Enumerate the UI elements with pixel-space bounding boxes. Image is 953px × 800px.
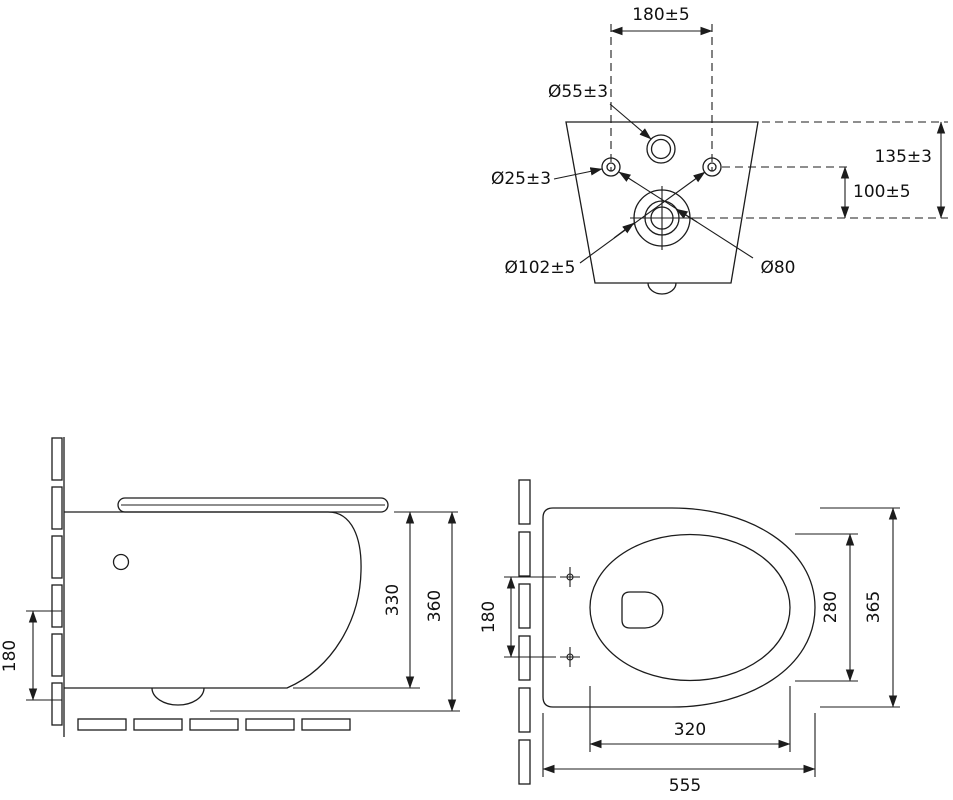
- mounting-hole-left: [601, 157, 621, 177]
- dim-label-overall-height: 360: [425, 590, 445, 622]
- water-inlet-inner: [650, 138, 672, 160]
- dim-label-bolt-spacing: 180±5: [632, 5, 690, 25]
- wall-hatching-plan: [518, 479, 531, 785]
- water-inlet-outer: [646, 134, 676, 164]
- toilet-rear-outline: [565, 121, 759, 284]
- dim-label-plan-bolt-spacing: 180: [479, 601, 499, 633]
- floor-hatching: [77, 718, 351, 731]
- mounting-hole-right-inner: [707, 162, 717, 172]
- bolt-marker-top: [560, 567, 580, 587]
- bowl-rim-plan: [589, 533, 791, 682]
- rear-view: 180±5 Ø55±3 Ø25±3 Ø102±5 Ø80 135±3 100±5: [491, 5, 948, 295]
- leader-inlet: [609, 103, 652, 140]
- seat-lid-side: [117, 497, 389, 513]
- dim-label-outlet-height: 180: [0, 640, 20, 672]
- leader-outlet-inner-arrow: [675, 208, 698, 223]
- rear-bottom-lug: [647, 282, 677, 295]
- side-view: 180 330 360: [0, 437, 460, 737]
- toilet-side-profile: [64, 511, 362, 689]
- mounting-hole-right: [702, 157, 722, 177]
- dim-label-bolt-to-outlet: 100±5: [853, 182, 911, 202]
- leader-outlet-diameter: [579, 171, 706, 264]
- dim-label-bowl-width: 280: [821, 591, 841, 623]
- bolt-marker-bottom: [560, 647, 580, 667]
- dim-label-bowl-height: 330: [383, 584, 403, 616]
- outlet-pipe-side: [151, 687, 205, 706]
- side-fixing-hole: [112, 553, 130, 571]
- dim-label-outlet-inner-diameter: Ø80: [760, 258, 795, 278]
- dim-label-overall-width: 365: [864, 591, 884, 623]
- wall-hatching-side: [51, 437, 63, 726]
- dim-label-outlet-diameter: Ø102±5: [505, 258, 576, 278]
- dim-label-overall-depth: 555: [669, 776, 701, 796]
- leader-outlet-arrow: [613, 222, 635, 239]
- plan-view: 180 280 365 320 555: [479, 479, 900, 796]
- dim-label-inlet-diameter: Ø55±3: [548, 82, 608, 102]
- dim-label-bowl-length: 320: [674, 720, 706, 740]
- dim-label-bolt-hole-diameter: Ø25±3: [491, 169, 551, 189]
- toilet-plan-outline: [542, 507, 816, 708]
- flush-outlet-plan: [621, 591, 664, 629]
- leader-bolt-hole: [553, 167, 603, 180]
- dim-label-rim-to-outlet: 135±3: [874, 147, 932, 167]
- mounting-hole-left-inner: [606, 162, 616, 172]
